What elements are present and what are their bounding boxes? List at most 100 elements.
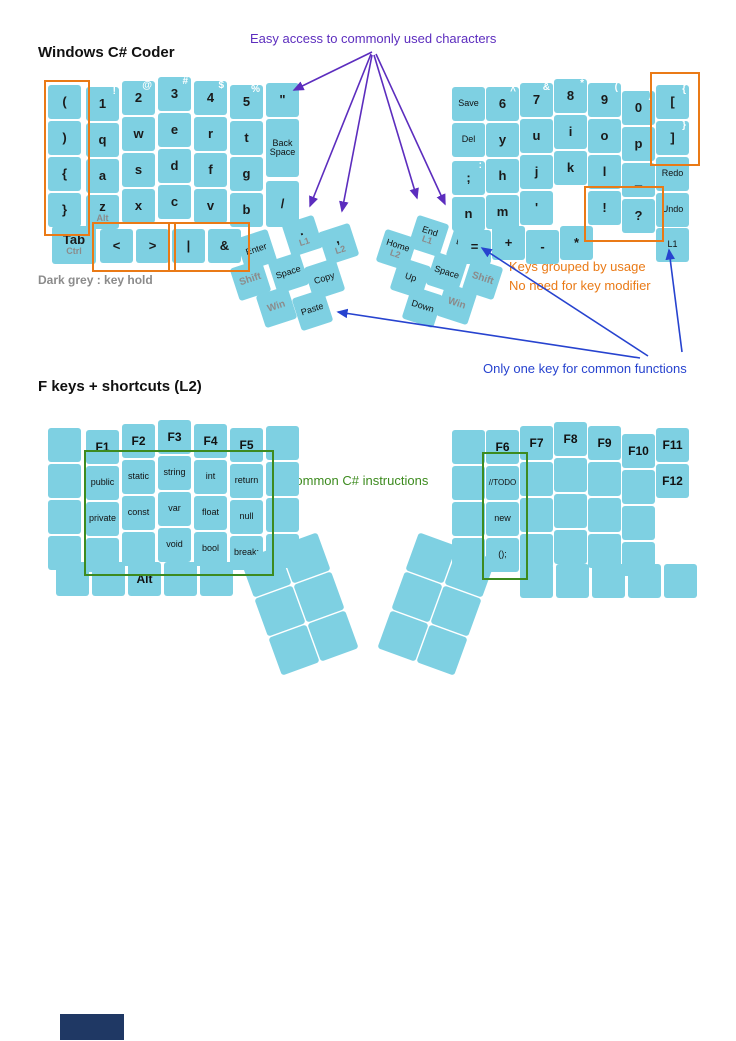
- key-new: new: [486, 502, 519, 536]
- key-label: y: [498, 132, 507, 148]
- annotation-arrow: [373, 54, 419, 200]
- key-a: a: [86, 159, 119, 193]
- key-label: ): [62, 130, 67, 146]
- key-blank: [664, 564, 697, 598]
- key-label: private: [88, 513, 116, 524]
- key-shifted-symbol: &: [542, 82, 550, 93]
- key-u: u: [520, 119, 553, 153]
- key-label: //TODO: [488, 477, 517, 487]
- key-shifted-symbol: !: [112, 86, 116, 97]
- key-: /: [266, 181, 299, 227]
- key-label: Space: [274, 263, 302, 282]
- key-blank: [56, 562, 89, 596]
- key-label: string: [163, 467, 186, 478]
- key-label: null: [239, 511, 254, 522]
- key-f: f: [194, 153, 227, 187]
- key-: ': [520, 191, 553, 225]
- key-label: 6: [498, 96, 507, 112]
- key-string: string: [158, 456, 191, 490]
- key-bool: bool: [194, 532, 227, 566]
- key-label: F4: [203, 433, 218, 448]
- key-l: l: [588, 155, 621, 189]
- key-5: %5: [230, 84, 263, 119]
- key-blank: [628, 564, 661, 598]
- key-blank: [164, 562, 197, 596]
- key-label: h: [498, 168, 507, 184]
- key-label: s: [134, 162, 143, 178]
- key-: ": [266, 83, 299, 117]
- key-3: #3: [158, 76, 191, 111]
- key-label: }: [61, 202, 68, 218]
- key-del: Del: [452, 123, 485, 157]
- key-label: x: [134, 198, 143, 214]
- key-blank: [556, 564, 589, 598]
- key-: ): [48, 121, 81, 155]
- key-label: F2: [131, 433, 146, 448]
- key-f2: F2: [122, 424, 155, 458]
- key-f6: F6: [486, 430, 519, 464]
- key-label: c: [170, 194, 179, 210]
- key-: +: [492, 226, 525, 260]
- key-label: {: [61, 166, 68, 182]
- key-blank: [48, 500, 81, 534]
- key-: ?: [622, 199, 655, 233]
- key-blank: [592, 564, 625, 598]
- key-label: _: [634, 172, 643, 188]
- key-label: ]: [670, 130, 675, 146]
- key-f1: F1: [86, 430, 119, 464]
- key-label: 1: [98, 96, 107, 112]
- key-label: m: [496, 204, 509, 220]
- key-v: v: [194, 189, 227, 223]
- key-label: &: [219, 238, 230, 254]
- key-: :;: [452, 160, 485, 195]
- key-shifted-symbol: $: [218, 80, 224, 91]
- key-blank: [520, 564, 553, 598]
- key-blank: [554, 458, 587, 492]
- key-label: F7: [529, 435, 544, 450]
- key-label: ();: [498, 549, 507, 560]
- key-hold-label: L1: [420, 233, 434, 247]
- key-: *: [560, 226, 593, 260]
- layer2-title: F keys + shortcuts (L2): [38, 378, 202, 395]
- key-label: a: [98, 168, 107, 184]
- key-label: 4: [206, 90, 215, 106]
- key-float: float: [194, 496, 227, 530]
- key-label: 8: [566, 88, 575, 104]
- key-int: int: [194, 460, 227, 494]
- key-: <: [100, 229, 133, 263]
- key-label: d: [170, 158, 179, 174]
- key-label: *: [573, 235, 580, 251]
- key-private: private: [86, 502, 119, 536]
- key-label: u: [532, 128, 541, 144]
- key-label: (: [62, 94, 67, 110]
- key-label: Redo: [661, 168, 684, 179]
- key-blank: [588, 498, 621, 532]
- key-blank: [92, 562, 125, 596]
- key-label: ': [534, 200, 539, 216]
- key-hold-label: Ctrl: [66, 246, 82, 257]
- key-r: r: [194, 117, 227, 151]
- one-key-annotation: Only one key for common functions: [483, 361, 687, 376]
- key-label: 2: [134, 90, 143, 106]
- key-static: static: [122, 460, 155, 494]
- key-shifted-symbol: {: [682, 84, 686, 95]
- key-label: 7: [532, 92, 541, 108]
- key-f4: F4: [194, 424, 227, 458]
- key-blank: [452, 502, 485, 536]
- key-: |: [172, 229, 205, 263]
- annotation-arrow: [339, 54, 373, 213]
- key-label: F6: [495, 439, 510, 454]
- key-shifted-symbol: %: [251, 84, 260, 95]
- key-label: var: [168, 503, 181, 514]
- key-blank: [622, 506, 655, 540]
- key-n: n: [452, 197, 485, 231]
- key-0: )0: [622, 90, 655, 125]
- key-return: return: [230, 464, 263, 498]
- key-: &: [208, 229, 241, 263]
- key-i: i: [554, 115, 587, 149]
- key-public: public: [86, 466, 119, 500]
- key-d: d: [158, 149, 191, 183]
